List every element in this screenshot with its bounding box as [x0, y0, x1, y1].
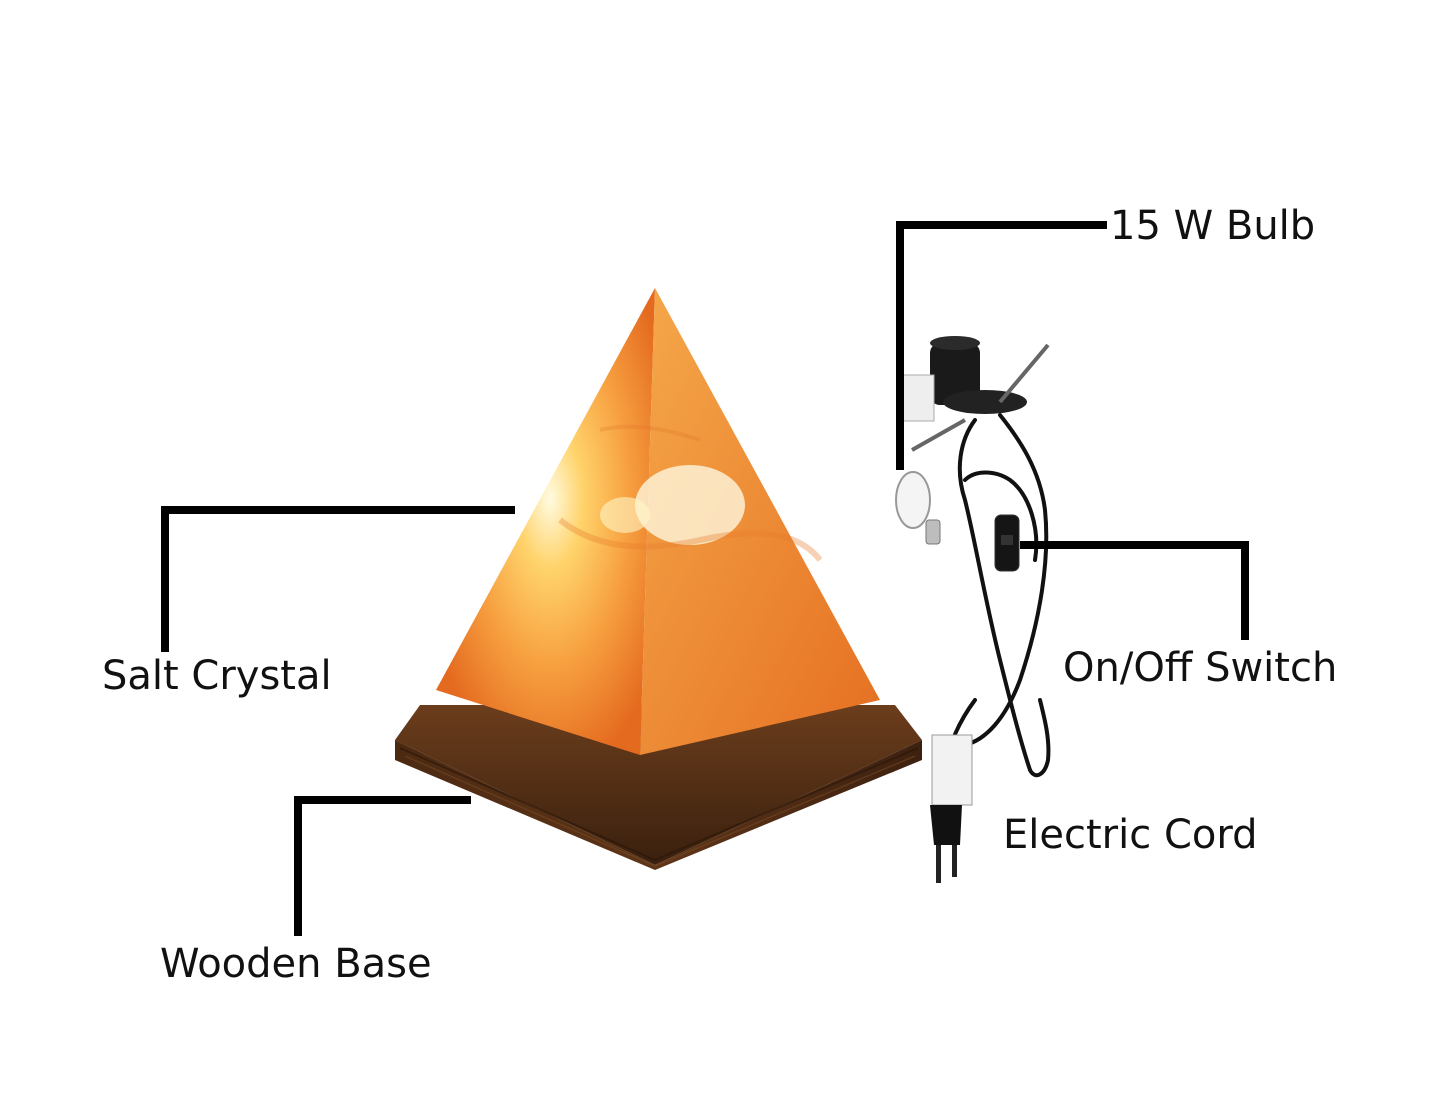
electric-cord-label: Electric Cord	[1003, 812, 1258, 858]
leader-line-switch	[1020, 541, 1249, 640]
on-off-switch	[994, 514, 1020, 572]
electric-cord	[943, 413, 1051, 778]
bulb	[895, 471, 941, 545]
bulb-label: 15 W Bulb	[1110, 203, 1316, 249]
wooden-base-label: Wooden Base	[160, 941, 432, 987]
wooden-base	[395, 705, 922, 870]
salt-crystal-label: Salt Crystal	[102, 653, 332, 699]
bulb-socket	[899, 336, 1050, 452]
plug	[930, 734, 973, 883]
leader-lines	[161, 221, 1249, 936]
salt-crystal	[436, 288, 880, 755]
leader-line-bulb	[896, 221, 1107, 470]
switch-label: On/Off Switch	[1063, 645, 1338, 691]
leader-line-base	[294, 796, 471, 936]
leader-line-salt	[161, 506, 515, 652]
